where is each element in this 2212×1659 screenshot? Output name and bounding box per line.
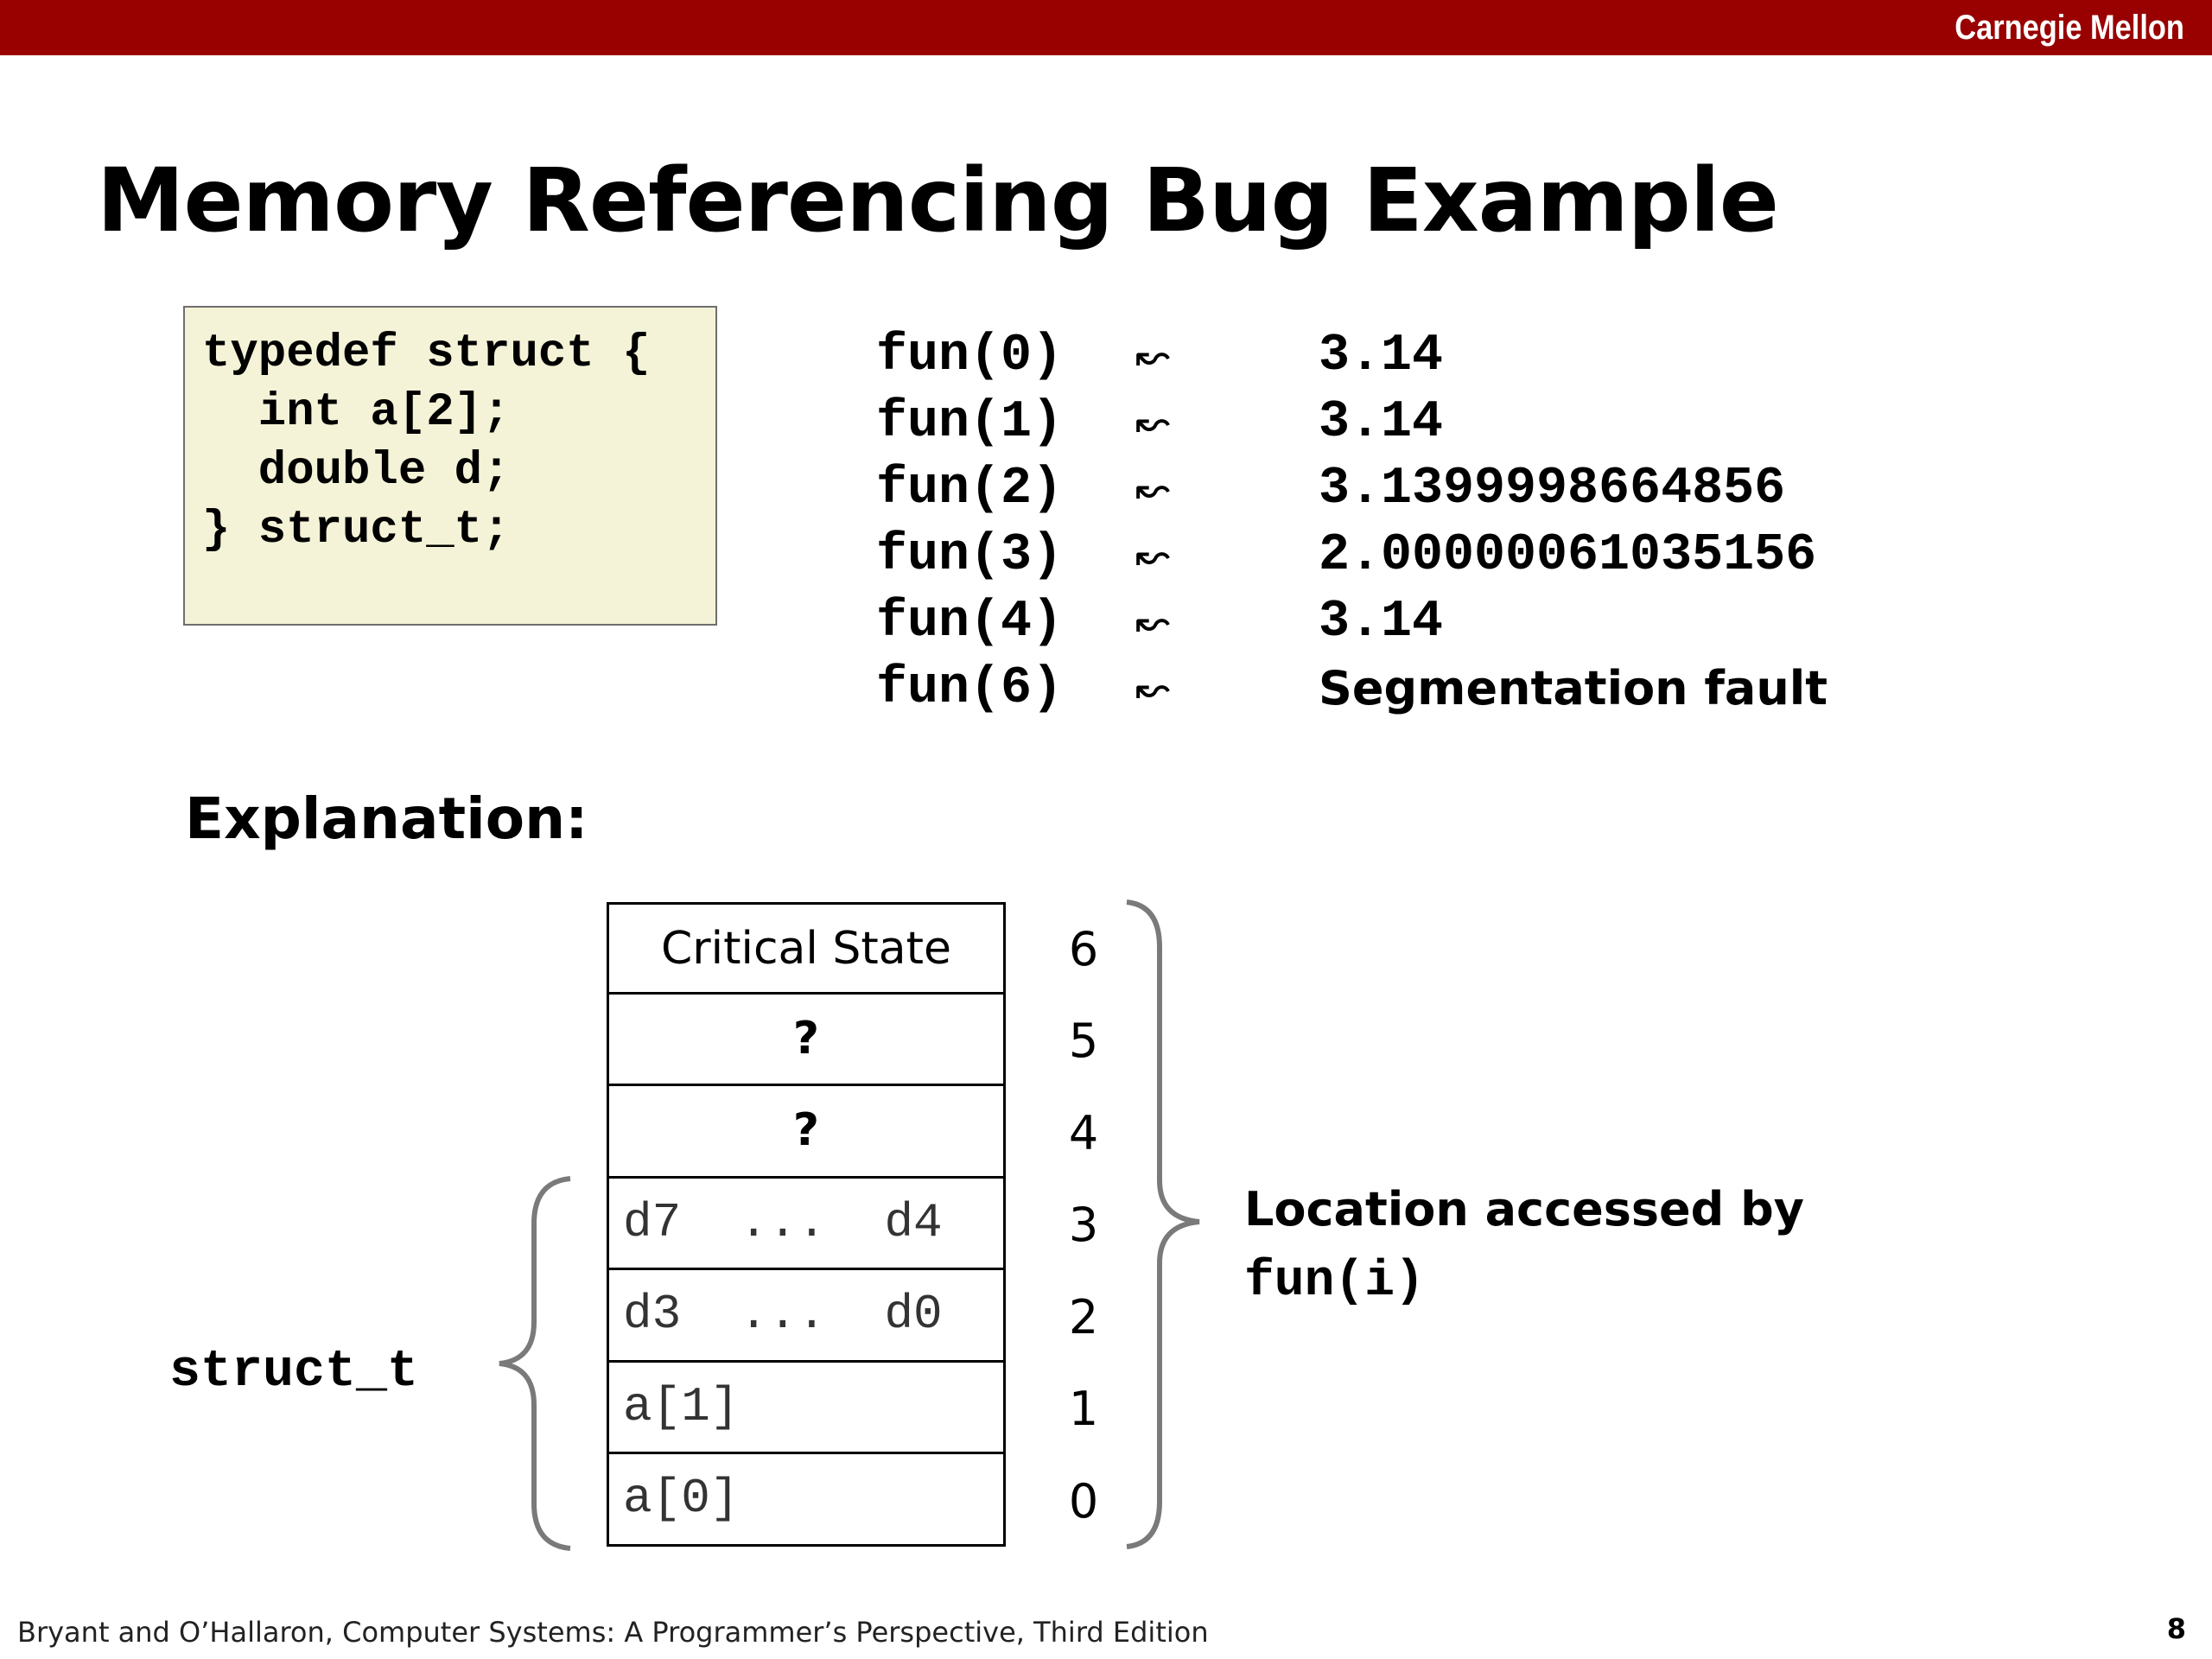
memory-cell: d7 ... d4 xyxy=(607,1178,1006,1270)
memory-index: 2 xyxy=(1068,1290,1099,1344)
memory-cell-label: Critical State xyxy=(660,923,952,975)
result-call: fun(3) xyxy=(876,526,1064,585)
memory-cell: a[1] xyxy=(607,1362,1006,1454)
memory-cell: a[0] xyxy=(607,1454,1006,1547)
result-value: 2.00000061035156 xyxy=(1319,526,1817,585)
location-call: fun(i) xyxy=(1244,1254,1425,1310)
brand-label: Carnegie Mellon xyxy=(1955,9,2184,47)
result-value: 3.14 xyxy=(1319,393,1444,452)
memory-cell-label: d3 ... d0 xyxy=(623,1287,943,1342)
struct-label: struct_t xyxy=(169,1343,419,1402)
page-number: 8 xyxy=(2166,1612,2186,1645)
memory-index: 1 xyxy=(1068,1382,1099,1436)
header-bar: Carnegie Mellon xyxy=(0,0,2212,55)
memory-index: 0 xyxy=(1068,1474,1099,1529)
result-call: fun(4) xyxy=(876,593,1064,652)
memory-cell-label: ? xyxy=(792,1104,820,1156)
code-line: typedef struct { xyxy=(202,327,651,380)
memory-cell: d3 ... d0 xyxy=(607,1270,1006,1363)
memory-cell-label: ? xyxy=(792,1012,820,1065)
memory-cell: ? xyxy=(607,994,1006,1086)
code-box: typedef struct { int a[2]; double d; } s… xyxy=(183,306,717,626)
location-label: Location accessed by xyxy=(1244,1182,1804,1236)
memory-index: 6 xyxy=(1068,922,1099,976)
code-line: } struct_t; xyxy=(202,504,511,556)
memory-cell: Critical State xyxy=(607,902,1006,995)
memory-cell-label: d7 ... d4 xyxy=(623,1194,943,1250)
memory-index: 4 xyxy=(1068,1106,1099,1160)
memory-index: 5 xyxy=(1068,1014,1099,1068)
memory-cell-label: a[0] xyxy=(623,1471,740,1526)
memory-index: 3 xyxy=(1068,1198,1099,1252)
slide-title: Memory Referencing Bug Example xyxy=(97,149,1779,252)
result-value: 3.1399998664856 xyxy=(1319,460,1786,518)
result-value: Segmentation fault xyxy=(1319,661,1828,715)
code-line: double d; xyxy=(202,445,511,498)
memory-stack: Critical State ? ? d7 ... d4 d3 ... d0 a… xyxy=(607,902,1006,1547)
memory-cell: ? xyxy=(607,1086,1006,1179)
result-call: fun(2) xyxy=(876,460,1064,518)
result-call: fun(6) xyxy=(876,659,1064,718)
footer-citation: Bryant and O’Hallaron, Computer Systems:… xyxy=(17,1616,1209,1649)
memory-cell-label: a[1] xyxy=(623,1378,740,1434)
explanation-heading: Explanation: xyxy=(185,785,588,852)
result-call: fun(0) xyxy=(876,327,1064,385)
result-call: fun(1) xyxy=(876,393,1064,452)
code-line: int a[2]; xyxy=(202,386,511,439)
result-value: 3.14 xyxy=(1319,593,1444,652)
result-value: 3.14 xyxy=(1319,327,1444,385)
